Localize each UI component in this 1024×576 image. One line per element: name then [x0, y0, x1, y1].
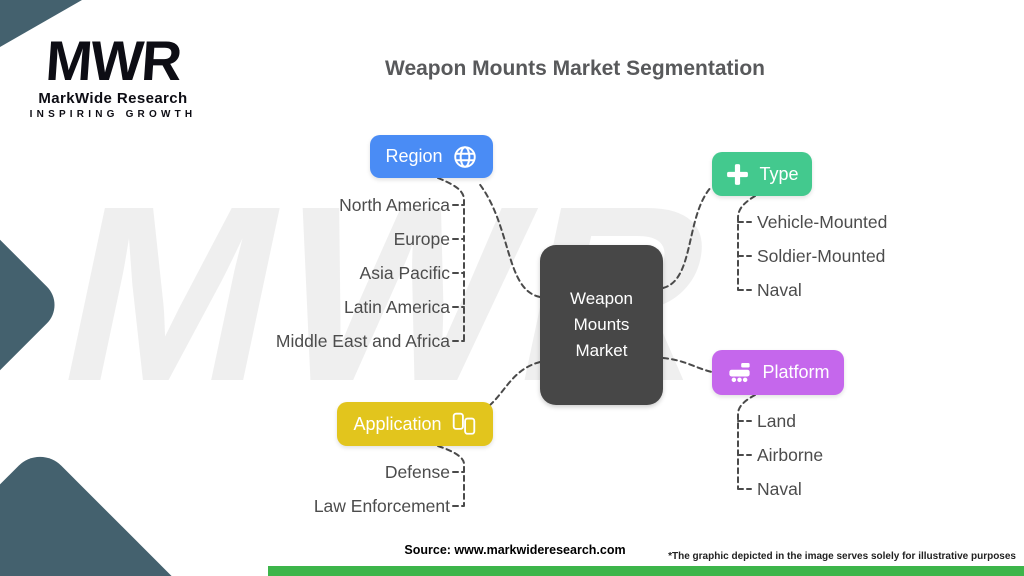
list-item: Latin America [343, 297, 450, 317]
platform-robot-icon [726, 359, 753, 386]
list-item: Naval [757, 280, 802, 300]
branch-type-label: Type [759, 163, 799, 184]
center-node-label: Weapon Mounts Market [569, 289, 633, 360]
accent-bar [268, 566, 1024, 576]
type-items-list: Vehicle-Mounted Soldier-Mounted Naval [757, 205, 1007, 307]
connector-type-items [737, 195, 756, 291]
region-items-list: North America Europe Asia Pacific Latin … [150, 188, 450, 358]
connector-application-items [437, 445, 465, 507]
corner-wedge-shape [0, 0, 82, 47]
disclaimer-text: *The graphic depicted in the image serve… [668, 551, 1016, 562]
page-title: Weapon Mounts Market Segmentation [385, 57, 765, 80]
list-item: North America [339, 195, 450, 215]
list-item: Asia Pacific [359, 263, 450, 283]
branch-region-label: Region [385, 146, 443, 166]
connector-region-items [437, 177, 465, 342]
list-item: Middle East and Africa [275, 331, 450, 351]
connector-center-application [483, 361, 541, 411]
mount-cross-icon [725, 162, 750, 187]
logo: MWR MarkWide Research INSPIRING GROWTH [28, 29, 198, 120]
devices-icon [451, 411, 477, 437]
source-text: Source: www.markwideresearch.com [404, 543, 626, 557]
branch-platform-label: Platform [762, 362, 830, 382]
logo-tagline: INSPIRING GROWTH [29, 109, 197, 120]
list-item: Airborne [757, 445, 824, 465]
branch-application: Application [337, 402, 493, 446]
globe-icon [452, 144, 478, 170]
list-item: Law Enforcement [313, 496, 450, 516]
application-items-list: Defense Law Enforcement [150, 455, 450, 523]
connector-center-type [662, 185, 713, 289]
logo-brand: MarkWide Research [38, 90, 188, 107]
branch-platform: Platform [712, 350, 844, 395]
branch-application-label: Application [353, 413, 442, 434]
connector-platform-items [737, 394, 756, 490]
list-item: Defense [384, 462, 450, 482]
logo-mark: MWR [43, 29, 183, 92]
branch-region: Region [370, 135, 493, 178]
list-item: Europe [393, 229, 450, 249]
list-item: Land [757, 411, 796, 431]
list-item: Naval [757, 479, 802, 499]
connector-center-region [477, 181, 541, 298]
list-item: Soldier-Mounted [757, 246, 886, 266]
list-item: Vehicle-Mounted [757, 212, 888, 232]
center-node: Weapon Mounts Market [540, 245, 663, 405]
platform-items-list: Land Airborne Naval [757, 404, 1007, 506]
connector-center-platform [662, 357, 713, 373]
bottom-left-diamond-shape [0, 456, 184, 576]
branch-type: Type [712, 152, 812, 196]
